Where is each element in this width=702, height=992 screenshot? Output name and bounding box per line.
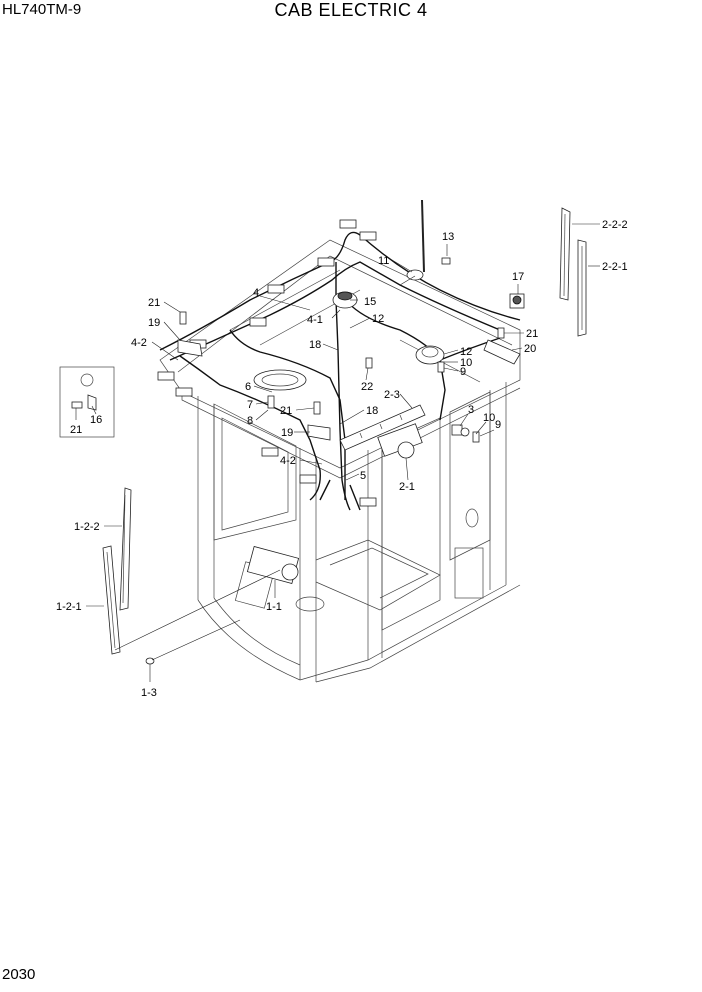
callout-4: 4 [253, 287, 259, 299]
callout-21-inset: 21 [70, 424, 82, 436]
callout-17: 17 [512, 271, 524, 283]
work-lamp-17 [509, 293, 525, 309]
callout-21-right: 21 [526, 328, 538, 340]
callout-7: 7 [247, 399, 253, 411]
callout-1-1: 1-1 [266, 601, 282, 613]
rear-wiper-arm-2-2 [559, 207, 587, 337]
relay-box-2-1 [377, 423, 423, 459]
callout-21-center: 21 [280, 405, 292, 417]
callout-9-top: 9 [460, 366, 466, 378]
callout-9-right: 9 [495, 419, 501, 431]
callout-10-top: 10 [460, 357, 472, 369]
screws [179, 311, 505, 443]
callout-3: 3 [468, 404, 474, 416]
callout-labels: 2-2-2 2-2-1 13 11 17 21 4 15 19 4-1 12 2… [56, 219, 628, 699]
callout-4-2-left: 4-2 [131, 337, 147, 349]
bracket-19 [177, 339, 331, 441]
plug-1-3 [145, 619, 241, 665]
callout-18-center: 18 [366, 405, 378, 417]
fuse-strip-2-3 [339, 404, 426, 451]
callout-2-2-2: 2-2-2 [602, 219, 628, 231]
callout-4-1: 4-1 [307, 314, 323, 326]
speaker-right [415, 345, 445, 365]
switch-3 [451, 424, 470, 437]
callout-2-3: 2-3 [384, 389, 400, 401]
callout-22: 22 [361, 381, 373, 393]
callout-18-top: 18 [309, 339, 321, 351]
callout-19-left: 19 [148, 317, 160, 329]
callout-1-2-1: 1-2-1 [56, 601, 82, 613]
beacon-lamp [332, 291, 358, 309]
cab-frame [159, 239, 521, 683]
callout-1-3: 1-3 [141, 687, 157, 699]
bracket-20 [483, 339, 521, 365]
page-number: 2030 [2, 966, 36, 983]
callout-6: 6 [245, 381, 251, 393]
inset-box-16-21 [59, 366, 115, 438]
callout-2-2-1: 2-2-1 [602, 261, 628, 273]
front-wiper-motor-1-1 [246, 546, 300, 584]
callout-20: 20 [524, 343, 536, 355]
callout-16: 16 [90, 414, 102, 426]
callout-4-2-center: 4-2 [280, 455, 296, 467]
leader-lines [75, 223, 600, 682]
callout-2-1: 2-1 [399, 481, 415, 493]
callout-8: 8 [247, 415, 253, 427]
callout-13: 13 [442, 231, 454, 243]
callout-12-right: 12 [460, 346, 472, 358]
page-title: CAB ELECTRIC 4 [274, 0, 428, 20]
model-number: HL740TM-9 [2, 1, 82, 18]
callout-1-2-2: 1-2-2 [74, 521, 100, 533]
callout-11: 11 [378, 255, 389, 267]
front-wiper-arm-1-2 [102, 487, 281, 655]
callout-19-center: 19 [281, 427, 293, 439]
callout-5: 5 [360, 470, 366, 482]
callout-12-top: 12 [372, 313, 384, 325]
callout-10-right: 10 [483, 412, 495, 424]
callout-21-top-left: 21 [148, 297, 160, 309]
room-lamp [253, 369, 307, 391]
antenna [399, 199, 451, 286]
callout-15: 15 [364, 296, 376, 308]
